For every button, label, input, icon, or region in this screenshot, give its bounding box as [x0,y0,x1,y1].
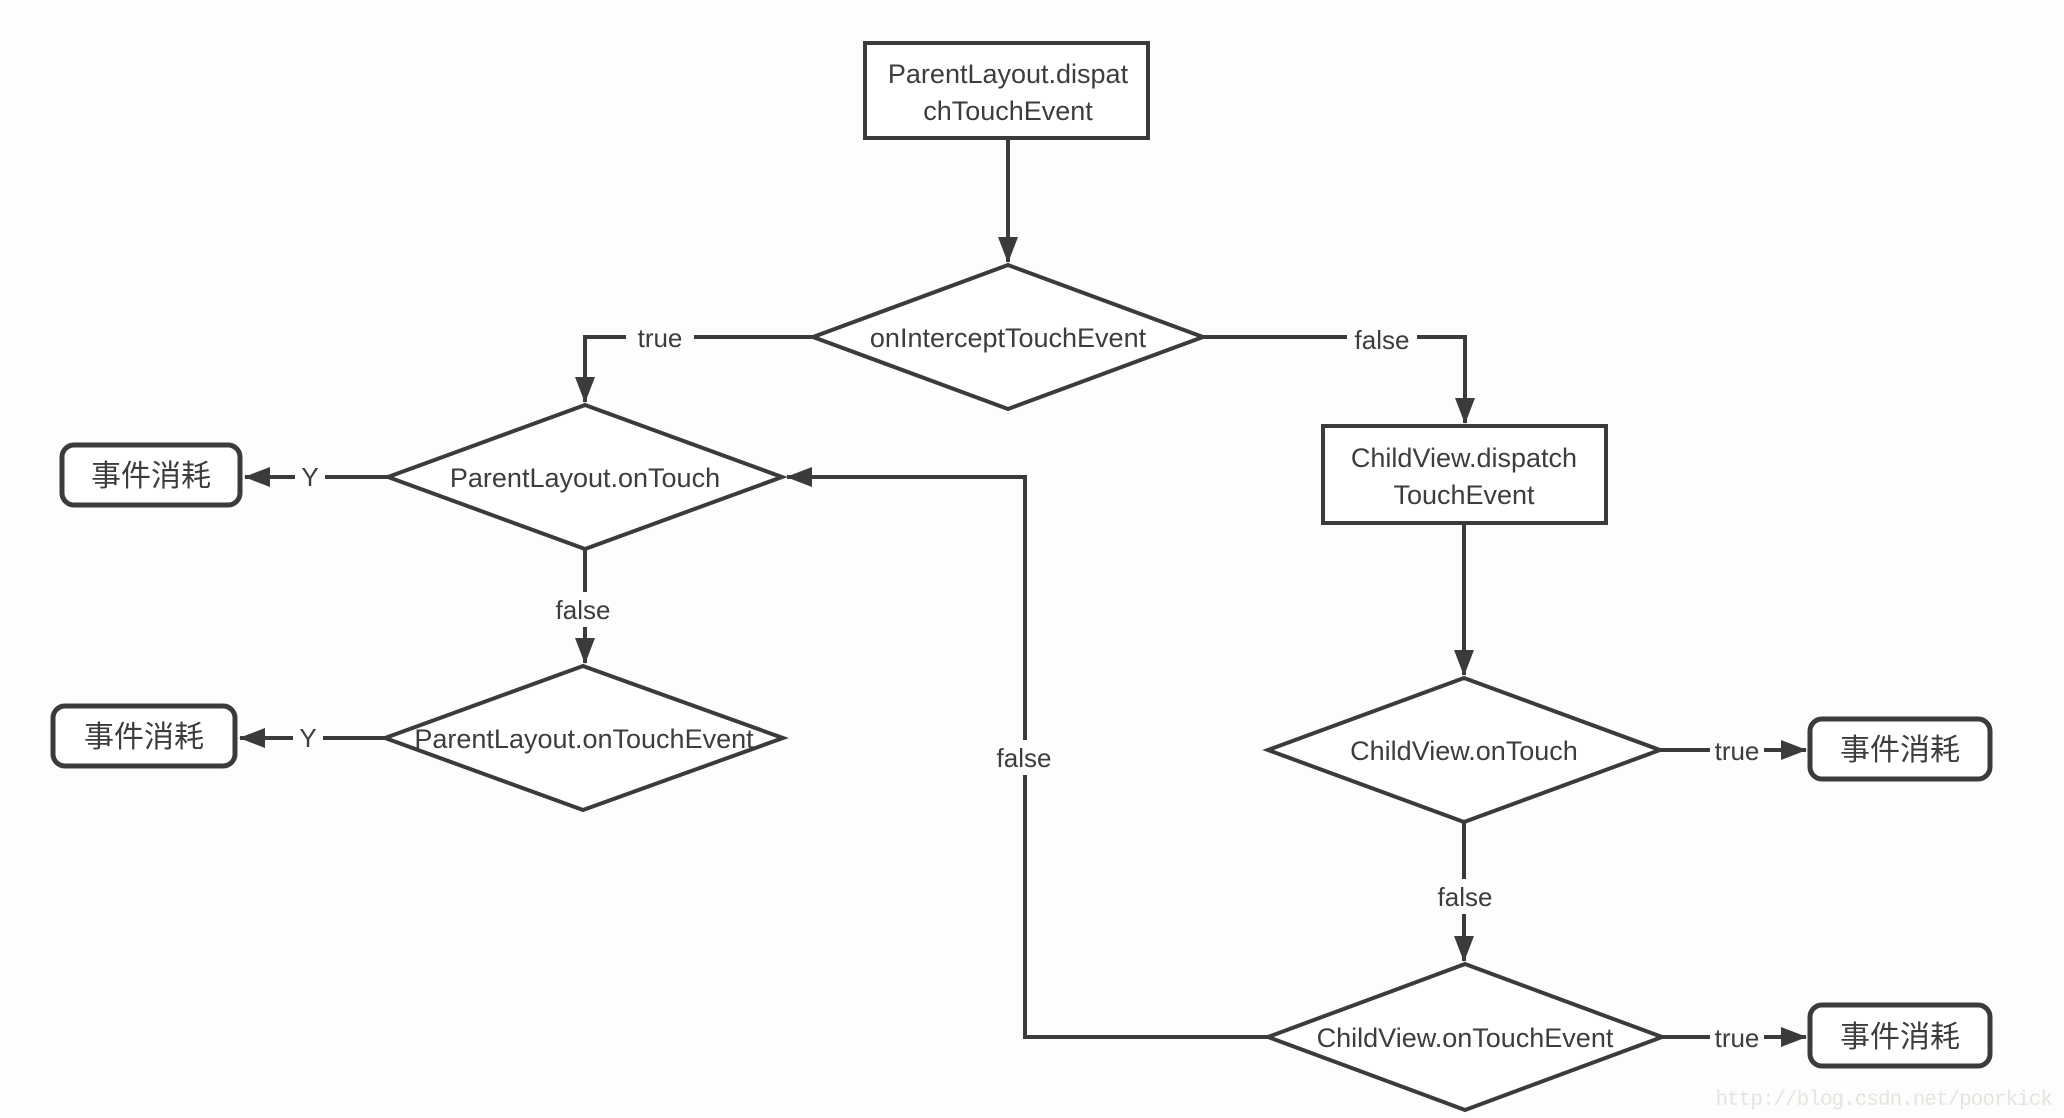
node-parent-on-touch [382,402,788,552]
node-child-on-touch-label: ChildView.onTouch [1350,736,1578,766]
node-child-on-touch-event [1262,961,1668,1113]
edge-label-intercept-false: false [1355,325,1410,355]
node-child-on-touch [1262,675,1666,825]
node-child-dispatch-label-line2: TouchEvent [1393,480,1535,510]
node-child-dispatch-label-line1: ChildView.dispatch [1351,443,1577,473]
node-on-intercept-label: onInterceptTouchEvent [870,323,1147,353]
edge-label-bg [1710,1020,1764,1055]
node-consume-child-ontouch [1807,716,1993,782]
node-consume-child-ontouchevent [1807,1002,1993,1069]
edge-label-intercept-true: true [638,323,683,353]
node-parent-on-touch-event [379,663,789,813]
watermark-url: http://blog.csdn.net/poorkick [1716,1089,2053,1112]
node-consume-child-ontouchevent-label: 事件消耗 [1840,1021,1960,1054]
node-child-on-touch-event-label: ChildView.onTouchEvent [1317,1023,1614,1053]
edge-intercept-false [1203,335,1475,424]
node-consume-parent-ontouch [59,442,243,508]
node-consume-parent-ontouch-label: 事件消耗 [91,460,211,493]
edge-label-bg [548,592,618,627]
edge-label-child-ontouchevent-false: false [997,743,1052,773]
node-parent-dispatch-label-line1: ParentLayout.dispat [888,59,1129,89]
node-consume-parent-ontouchevent-label: 事件消耗 [84,721,204,754]
edge-intercept-true [575,335,813,403]
node-parent-on-touch-event-label: ParentLayout.onTouchEvent [414,724,754,754]
node-consume-parent-ontouchevent [50,703,238,769]
edge-label-parent-ontouch-y: Y [301,462,318,492]
edge-label-bg [987,740,1060,775]
node-on-intercept-touch-event [807,262,1209,412]
edge-label-parent-ontouch-false: false [556,595,611,625]
node-consume-child-ontouch-label: 事件消耗 [1840,734,1960,767]
edge-label-bg [295,460,325,494]
edge-label-bg [293,721,323,755]
edge-label-bg [1710,733,1764,768]
edge-label-bg [1347,322,1417,357]
node-child-dispatch-touch-event [1321,424,1608,525]
node-parent-dispatch-touch-event [863,41,1150,140]
edge-label-bg [626,320,694,355]
edge-label-parent-ontouchevent-y: Y [299,723,316,753]
edge-label-child-ontouch-true: true [1715,736,1760,766]
node-parent-on-touch-label: ParentLayout.onTouch [450,463,720,493]
edge-label-child-ontouch-false: false [1438,882,1493,912]
node-parent-dispatch-label-line2: chTouchEvent [923,96,1093,126]
edge-label-child-ontouchevent-true: true [1715,1023,1760,1053]
edge-label-bg [1429,879,1500,914]
